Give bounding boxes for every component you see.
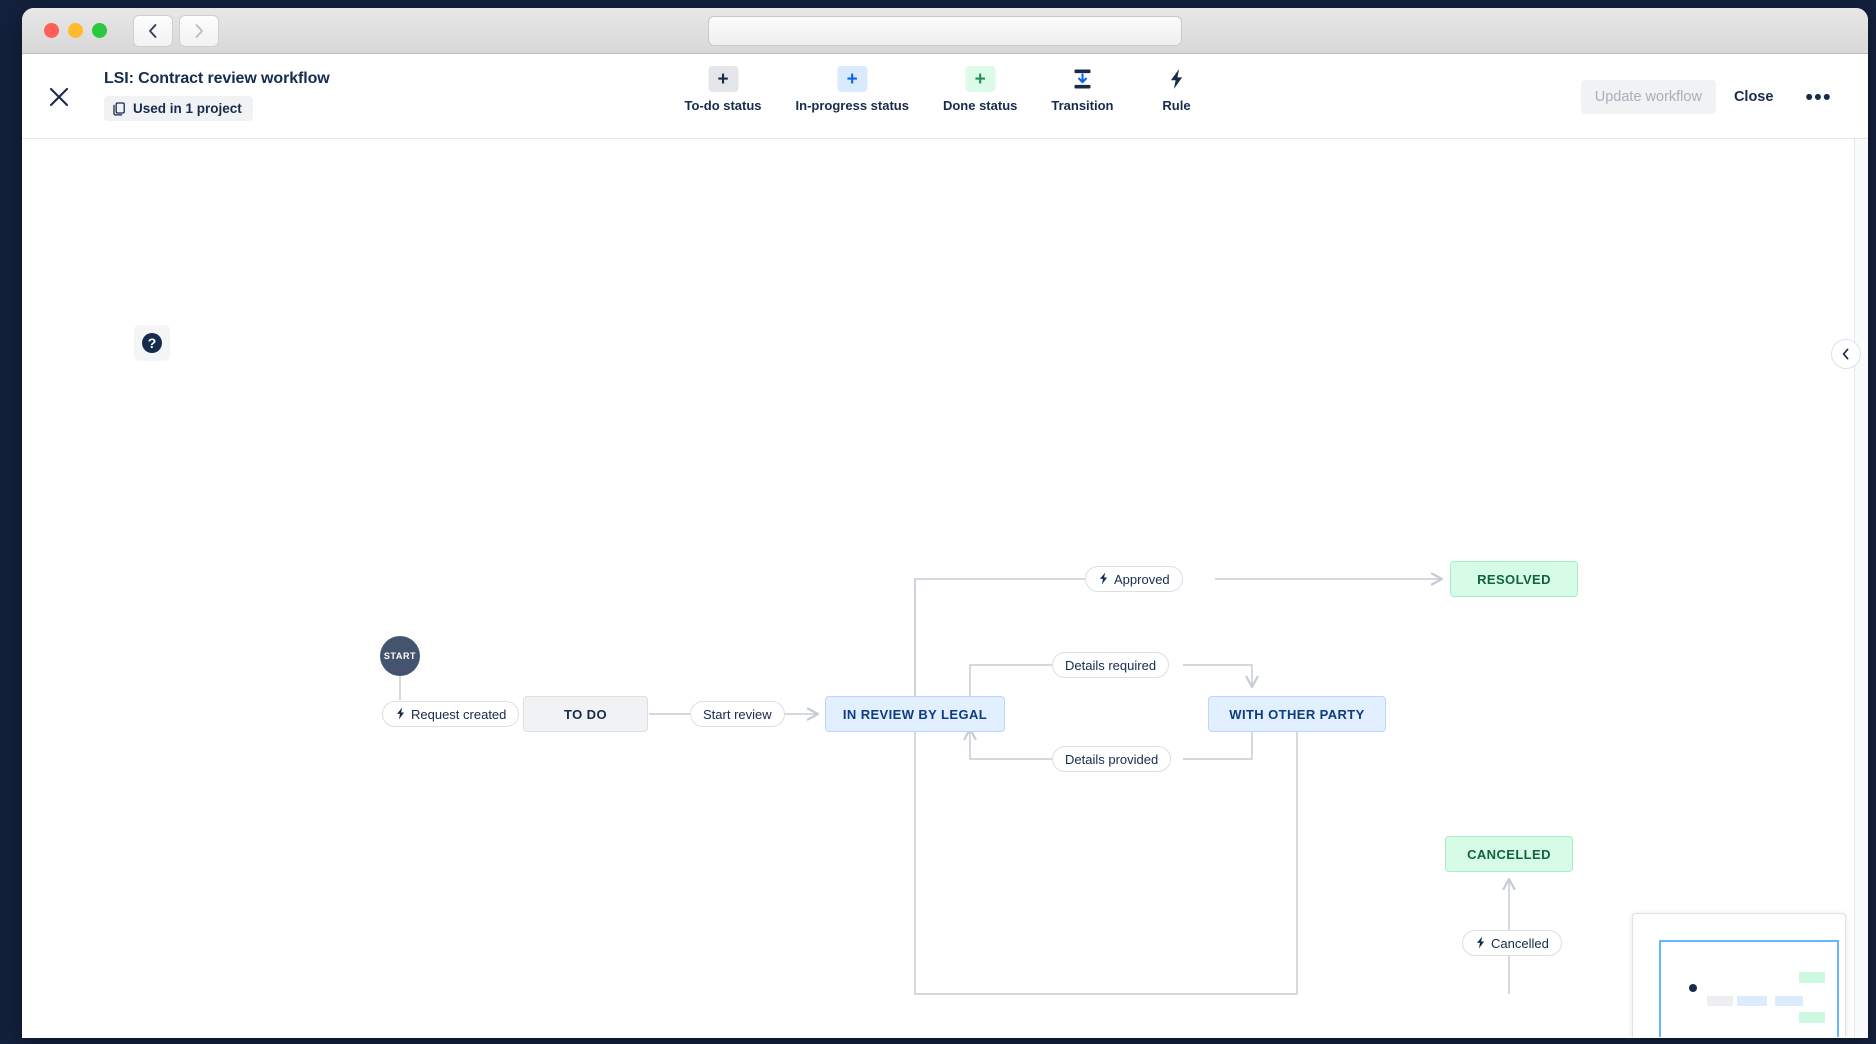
add-transition-tool[interactable]: Transition — [1051, 66, 1113, 113]
minimap-node-to-do — [1707, 996, 1733, 1006]
add-inprogress-status-tool[interactable]: + In-progress status — [796, 66, 909, 113]
address-bar[interactable] — [708, 16, 1182, 46]
chevron-right-icon — [195, 23, 203, 38]
minimize-window-button[interactable] — [68, 23, 83, 38]
plus-icon: + — [708, 66, 739, 92]
transition-start-review[interactable]: Start review — [690, 701, 785, 727]
back-button[interactable] — [133, 14, 173, 47]
close-editor-button[interactable] — [44, 82, 74, 112]
close-window-button[interactable] — [44, 23, 59, 38]
help-button[interactable]: ? — [134, 325, 170, 361]
collapse-panel-button[interactable] — [1831, 339, 1861, 369]
status-node-resolved[interactable]: RESOLVED — [1450, 561, 1578, 597]
status-node-to-do[interactable]: TO DO — [523, 696, 648, 732]
used-in-projects-badge[interactable]: Used in 1 project — [104, 96, 253, 121]
start-node[interactable]: START — [380, 636, 420, 676]
transition-cancelled[interactable]: Cancelled — [1462, 930, 1562, 956]
copy-icon — [113, 101, 125, 116]
add-rule-tool[interactable]: Rule — [1147, 66, 1205, 113]
transition-label: Approved — [1114, 571, 1170, 587]
update-workflow-button[interactable]: Update workflow — [1580, 80, 1716, 114]
used-in-projects-label: Used in 1 project — [133, 101, 242, 116]
status-node-with-other-party[interactable]: WITH OTHER PARTY — [1208, 696, 1386, 732]
add-done-status-tool[interactable]: + Done status — [943, 66, 1017, 113]
forward-button[interactable] — [179, 14, 219, 47]
status-node-in-review-by-legal[interactable]: IN REVIEW BY LEGAL — [825, 696, 1005, 732]
workflow-canvas[interactable]: ? — [22, 139, 1868, 1037]
svg-text:?: ? — [148, 335, 157, 351]
minimap-node-in-review — [1737, 996, 1767, 1006]
status-node-cancelled[interactable]: CANCELLED — [1445, 836, 1573, 872]
transition-label: Cancelled — [1491, 935, 1549, 951]
transition-icon — [1067, 66, 1097, 92]
minimap-node-resolved — [1799, 972, 1825, 983]
lightning-bolt-icon — [395, 707, 406, 722]
browser-nav-buttons — [133, 14, 219, 47]
workflow-connectors — [399, 139, 1868, 995]
close-x-icon — [49, 87, 69, 107]
question-mark-icon: ? — [142, 333, 162, 353]
transition-label: Request created — [411, 706, 507, 722]
tool-label-rule: Rule — [1162, 98, 1191, 113]
header-title-block: LSI: Contract review workflow Used in 1 … — [104, 70, 330, 121]
transition-details-required[interactable]: Details required — [1052, 652, 1170, 678]
workflow-header: LSI: Contract review workflow Used in 1 … — [22, 54, 1868, 139]
chevron-left-icon — [149, 23, 157, 38]
window-traffic-lights — [44, 23, 107, 38]
browser-window: LSI: Contract review workflow Used in 1 … — [22, 8, 1868, 1038]
transition-label: Details provided — [1065, 751, 1159, 767]
page-title: LSI: Contract review workflow — [104, 70, 330, 87]
transition-label: Start review — [703, 706, 772, 722]
workflow-toolbar: + To-do status + In-progress status + Do… — [685, 66, 1206, 113]
more-actions-button[interactable]: ••• — [1791, 81, 1846, 114]
transition-details-provided[interactable]: Details provided — [1052, 746, 1172, 772]
close-button[interactable]: Close — [1720, 80, 1788, 114]
add-todo-status-tool[interactable]: + To-do status — [685, 66, 762, 113]
tool-label-todo: To-do status — [684, 98, 762, 113]
plus-icon: + — [837, 66, 868, 92]
tool-label-inprogress: In-progress status — [795, 98, 909, 113]
right-panel-rail — [1854, 139, 1868, 1037]
lightning-bolt-icon — [1475, 936, 1486, 951]
transition-approved[interactable]: Approved — [1085, 566, 1183, 592]
header-actions: Update workflow Close ••• — [1580, 80, 1846, 114]
maximize-window-button[interactable] — [92, 23, 107, 38]
workflow-minimap[interactable] — [1632, 913, 1846, 1037]
tool-label-transition: Transition — [1051, 98, 1114, 113]
chevron-left-icon — [1842, 348, 1849, 360]
transition-request-created[interactable]: Request created — [382, 701, 520, 727]
transition-label: Details required — [1065, 657, 1157, 673]
minimap-node-other-party — [1775, 996, 1803, 1006]
minimap-node-cancelled — [1799, 1012, 1825, 1023]
lightning-bolt-icon — [1098, 572, 1109, 587]
plus-icon: + — [965, 66, 996, 92]
tool-label-done: Done status — [942, 98, 1018, 113]
lightning-bolt-icon — [1161, 66, 1191, 92]
minimap-start-node — [1689, 984, 1697, 992]
browser-titlebar — [22, 8, 1868, 54]
